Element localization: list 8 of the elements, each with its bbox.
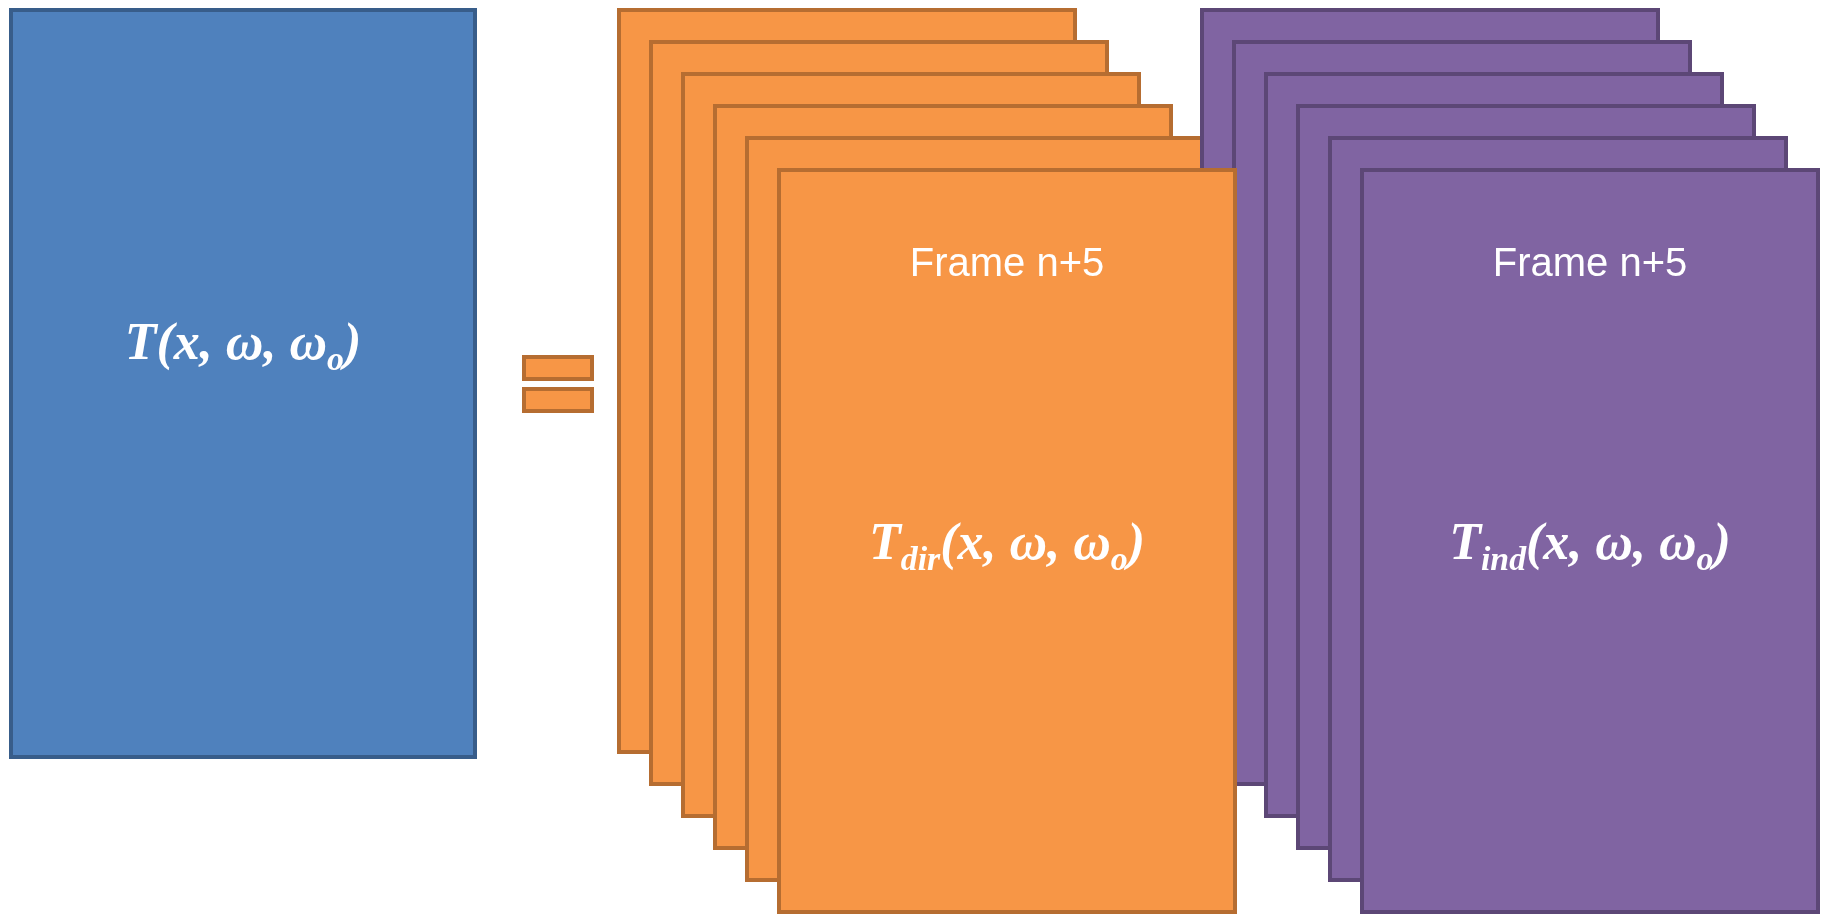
frame-title: Frame n+5 bbox=[1492, 240, 1688, 285]
frame-card bbox=[9, 8, 477, 759]
frame-card bbox=[777, 168, 1237, 914]
formula: T$_{ind}$(x, ω, ω$_{o}$) bbox=[1449, 512, 1731, 579]
formula: T(x, ω, ω$_{o}$) bbox=[124, 312, 362, 379]
frame-card bbox=[1360, 168, 1820, 914]
frame-title: Frame n+5 bbox=[909, 240, 1105, 285]
formula: T$_{dir}$(x, ω, ω$_{o}$) bbox=[869, 512, 1145, 579]
